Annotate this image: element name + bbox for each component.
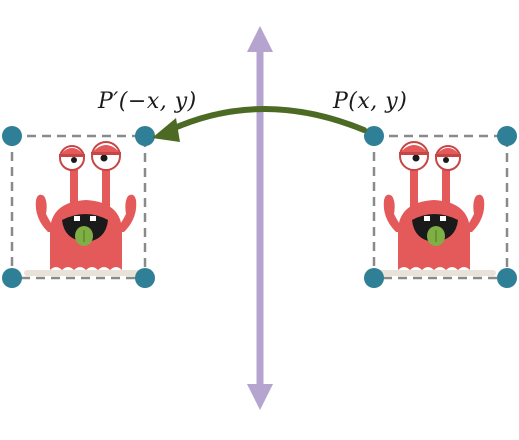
axis-arrowhead-bottom — [247, 384, 273, 410]
bounding-box — [10, 134, 147, 280]
axis-arrowhead-top — [247, 26, 273, 52]
red-monster-icon — [23, 141, 151, 277]
point-label-reflected: P′(−x, y) — [98, 89, 197, 114]
bounding-box — [372, 134, 509, 280]
reflected-figure — [2, 126, 155, 288]
corner-dot — [2, 268, 22, 288]
original-figure — [364, 126, 517, 288]
reflection-axis — [247, 26, 273, 410]
red-monster-icon — [369, 141, 497, 277]
corner-dot — [135, 126, 155, 146]
corner-dot — [364, 268, 384, 288]
corner-dot — [497, 126, 517, 146]
corner-dot — [364, 126, 384, 146]
arrowhead — [152, 118, 180, 142]
corner-dot — [135, 268, 155, 288]
corner-dot — [497, 268, 517, 288]
curved-arrow — [152, 106, 367, 142]
corner-dot — [2, 126, 22, 146]
point-label-original: P(x, y) — [333, 89, 408, 114]
